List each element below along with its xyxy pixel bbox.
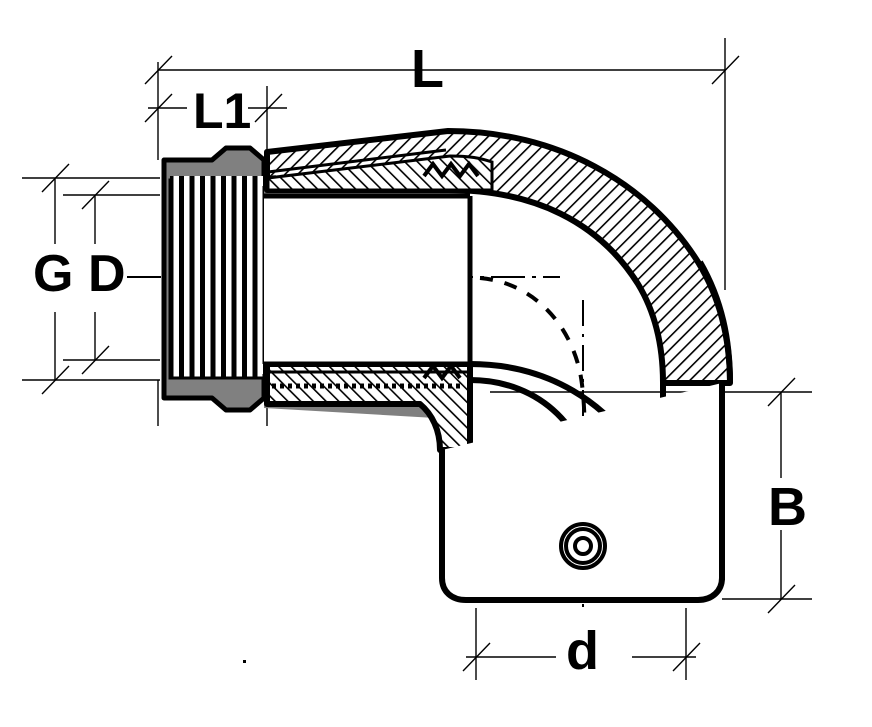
thread-crest-top — [170, 176, 264, 186]
dimension-L — [144, 38, 740, 290]
dimension-D — [63, 180, 160, 375]
dimension-label-D: D — [88, 245, 126, 303]
dimension-lines — [22, 38, 812, 680]
dimension-B — [490, 377, 812, 614]
dimension-label-B: B — [768, 477, 807, 537]
dimension-label-G: G — [33, 245, 74, 303]
wall-layer-divider-top — [267, 148, 447, 174]
stray-mark — [243, 660, 246, 663]
dimension-label-L: L — [411, 39, 444, 99]
dimension-label-L1: L1 — [193, 83, 252, 139]
break-line-top — [422, 160, 480, 180]
dimension-d — [462, 608, 701, 680]
outlet-outer-curve — [697, 260, 733, 384]
nut-thread-hatching — [170, 180, 264, 378]
pipe-bore-cavity — [264, 196, 470, 364]
dimension-L1 — [144, 86, 287, 160]
socket-boss-marker — [559, 522, 607, 570]
elbow-wall-inner-layer-top — [266, 154, 494, 192]
thread-crest-bottom — [170, 364, 264, 374]
dimension-label-d: d — [566, 621, 599, 681]
hidden-bore-outline — [479, 276, 587, 453]
break-line-bottom — [422, 362, 462, 382]
outlet-leg-body — [439, 380, 725, 603]
dimension-G — [22, 163, 160, 395]
